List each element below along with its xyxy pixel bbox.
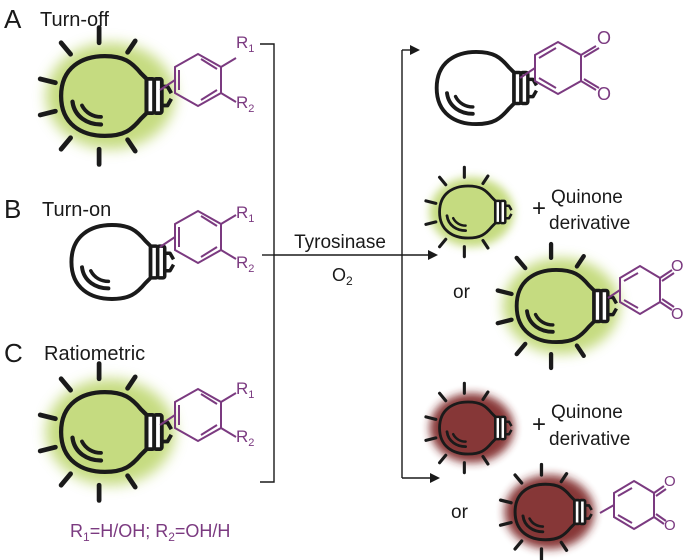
product-e-ketone-o1: O (664, 473, 676, 490)
product-large-green-bulb-icon (498, 244, 620, 368)
enzyme-label: Tyrosinase (294, 232, 386, 253)
panel-c-r1-label: R1 (236, 379, 254, 401)
panel-c-lit-bulb-icon (40, 364, 176, 501)
panel-a-r1-label: R1 (236, 33, 254, 55)
product-unlit-bulb-icon (434, 49, 539, 127)
panel-c-catechol-ring (159, 387, 237, 443)
quinone-label-green-line1: Quinone (551, 187, 623, 208)
quinone-label-red-line1: Quinone (551, 402, 623, 423)
plus-sign-green: + (532, 195, 546, 222)
product-c-ketone-o1: O (671, 258, 683, 275)
panel-b-letter: B (4, 194, 21, 224)
product-o-quinone-ring (519, 40, 600, 96)
reaction-arrowheads (410, 45, 440, 483)
reaction-bracket (260, 43, 432, 483)
panel-b-title: Turn-on (42, 199, 111, 221)
panel-c-letter: C (4, 338, 23, 368)
product-a-ketone-o1: O (597, 28, 611, 48)
quinone-label-green-line2: derivative (549, 213, 630, 234)
product-small-red-bulb-icon (424, 381, 514, 475)
product-green-o-quinone-ring (607, 264, 675, 316)
or-label-green: or (453, 282, 471, 303)
substituent-legend: R1=H/OH; R2=OH/H (70, 521, 230, 544)
panel-b-unlit-bulb-icon (69, 223, 176, 301)
product-c-ketone-o2: O (671, 306, 683, 323)
product-red-o-quinone-ring (599, 479, 667, 531)
panel-a-catechol-ring (159, 52, 237, 108)
plus-sign-red: + (532, 411, 546, 438)
panel-a-title: Turn-off (40, 9, 109, 31)
quinone-label-red-line2: derivative (549, 429, 630, 450)
product-large-red-bulb-icon (498, 462, 595, 560)
product-small-green-bulb-icon (424, 165, 514, 259)
panel-b-r2-label: R2 (236, 253, 254, 275)
panel-b-r1-label: R1 (236, 203, 254, 225)
panel-a-lit-bulb-icon (40, 28, 176, 165)
product-a-ketone-o2: O (597, 84, 611, 104)
oxidant-label: O2 (332, 265, 353, 288)
panel-a-letter: A (4, 4, 22, 34)
panel-a-r2-label: R2 (236, 93, 254, 115)
panel-c-r2-label: R2 (236, 427, 254, 449)
product-e-ketone-o2: O (664, 517, 676, 534)
panel-c-title: Ratiometric (44, 343, 145, 365)
panel-b-catechol-ring (159, 209, 237, 265)
or-label-red: or (451, 502, 469, 523)
